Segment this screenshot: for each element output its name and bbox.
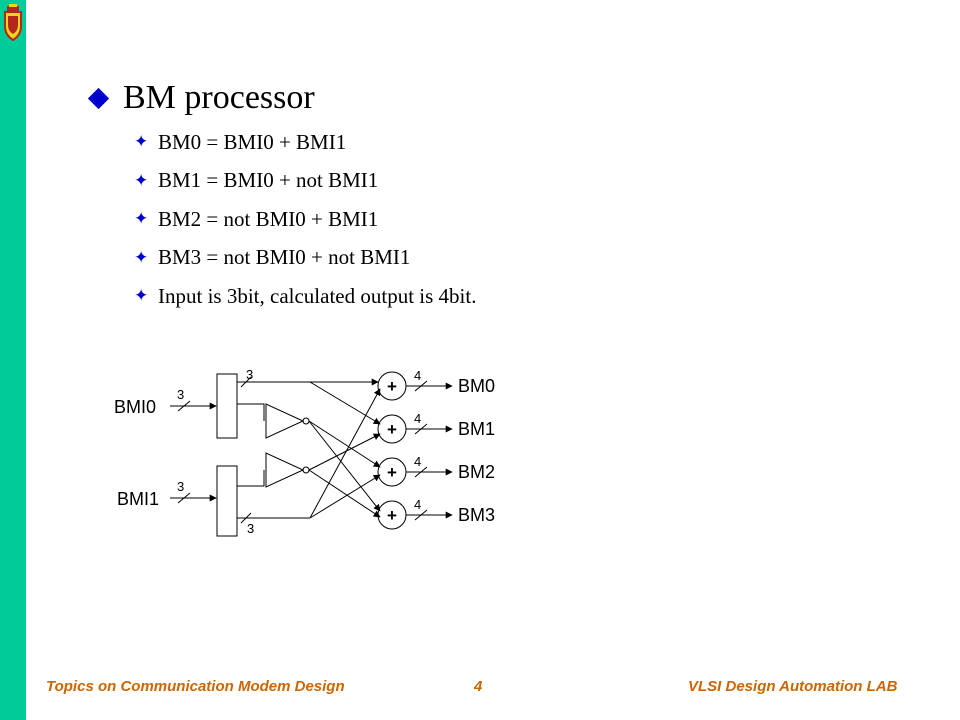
- bmi1-bus-slash: [177, 492, 191, 504]
- bm1-width-label: 4: [414, 411, 421, 426]
- bullet-item: ✦ BM3 = not BMI0 + not BMI1: [134, 239, 476, 278]
- bmi0-register-block: [216, 373, 238, 439]
- top-branch-width-label: 3: [246, 367, 253, 382]
- bmi0-bus-slash: [177, 400, 191, 412]
- slide-title: BM processor: [123, 79, 315, 116]
- four-point-star-icon: ✦: [134, 170, 149, 191]
- bmi1-to-adder0: [309, 388, 381, 519]
- bm2-width-label: 4: [414, 454, 421, 469]
- bullet-list: ✦ BM0 = BMI0 + BMI1 ✦ BM1 = BMI0 + not B…: [134, 123, 476, 316]
- four-point-star-icon: ✦: [134, 247, 149, 268]
- bullet-text: BM0 = BMI0 + BMI1: [158, 129, 347, 154]
- footer-page-number: 4: [474, 678, 483, 695]
- bmi1-to-inverter-wire: [237, 470, 265, 487]
- bmi0-inverter: [265, 403, 305, 439]
- adder-plus-label: +: [387, 506, 397, 525]
- four-point-star-icon: ✦: [134, 209, 149, 230]
- bm3-width-label: 4: [414, 497, 421, 512]
- output-label-bm3: BM3: [458, 505, 495, 525]
- not-bmi0-to-adder2: [308, 420, 381, 468]
- bm2-bus-slash: [414, 466, 428, 478]
- adder-plus-label: +: [387, 463, 397, 482]
- output-label-bm2: BM2: [458, 462, 495, 482]
- bullet-text: BM3 = not BMI0 + not BMI1: [158, 245, 411, 270]
- adder-plus-label: +: [387, 377, 397, 396]
- bullet-item: ✦ BM2 = not BMI0 + BMI1: [134, 200, 476, 239]
- bullet-item: ✦ Input is 3bit, calculated output is 4b…: [134, 277, 476, 316]
- slide-heading: BM processor: [86, 78, 315, 118]
- bm0-bus-slash: [414, 380, 428, 392]
- bmi0-to-inverter-wire: [237, 403, 265, 421]
- bmi1-inverter: [265, 452, 305, 488]
- bullet-item: ✦ BM0 = BMI0 + BMI1: [134, 123, 476, 162]
- bullet-text: BM2 = not BMI0 + BMI1: [158, 206, 379, 231]
- bmi1-to-adder2: [309, 474, 381, 519]
- four-point-star-icon: ✦: [134, 132, 149, 153]
- output-label-bm0: BM0: [458, 376, 495, 396]
- not-bmi1-to-adder1: [308, 433, 381, 471]
- footer-course-title: Topics on Communication Modem Design: [46, 678, 345, 695]
- bmi0-width-label: 3: [177, 387, 184, 402]
- bmi0-to-adder1: [309, 381, 381, 425]
- side-accent-bar: [0, 0, 26, 720]
- bmi0-branch-slash: [240, 376, 252, 388]
- university-shield-icon: [4, 4, 22, 42]
- bm0-width-label: 4: [414, 368, 421, 383]
- output-label-bm1: BM1: [458, 419, 495, 439]
- bmi1-width-label: 3: [177, 479, 184, 494]
- bmi1-register-block: [216, 465, 238, 537]
- bmi1-branch-slash: [240, 512, 252, 524]
- bullet-text: BM1 = BMI0 + not BMI1: [158, 168, 379, 193]
- not-bmi1-to-adder3: [308, 469, 381, 518]
- not-bmi0-to-adder3: [308, 420, 381, 512]
- bullet-text: Input is 3bit, calculated output is 4bit…: [158, 283, 477, 308]
- input-label-bmi0: BMI0: [114, 397, 156, 417]
- bullet-item: ✦ BM1 = BMI0 + not BMI1: [134, 162, 476, 201]
- four-point-star-icon: ✦: [134, 286, 149, 307]
- input-label-bmi1: BMI1: [117, 489, 159, 509]
- bottom-branch-width-label: 3: [247, 521, 254, 536]
- bm1-bus-slash: [414, 423, 428, 435]
- footer-lab-name: VLSI Design Automation LAB: [688, 678, 898, 695]
- bm3-bus-slash: [414, 509, 428, 521]
- adder-plus-label: +: [387, 420, 397, 439]
